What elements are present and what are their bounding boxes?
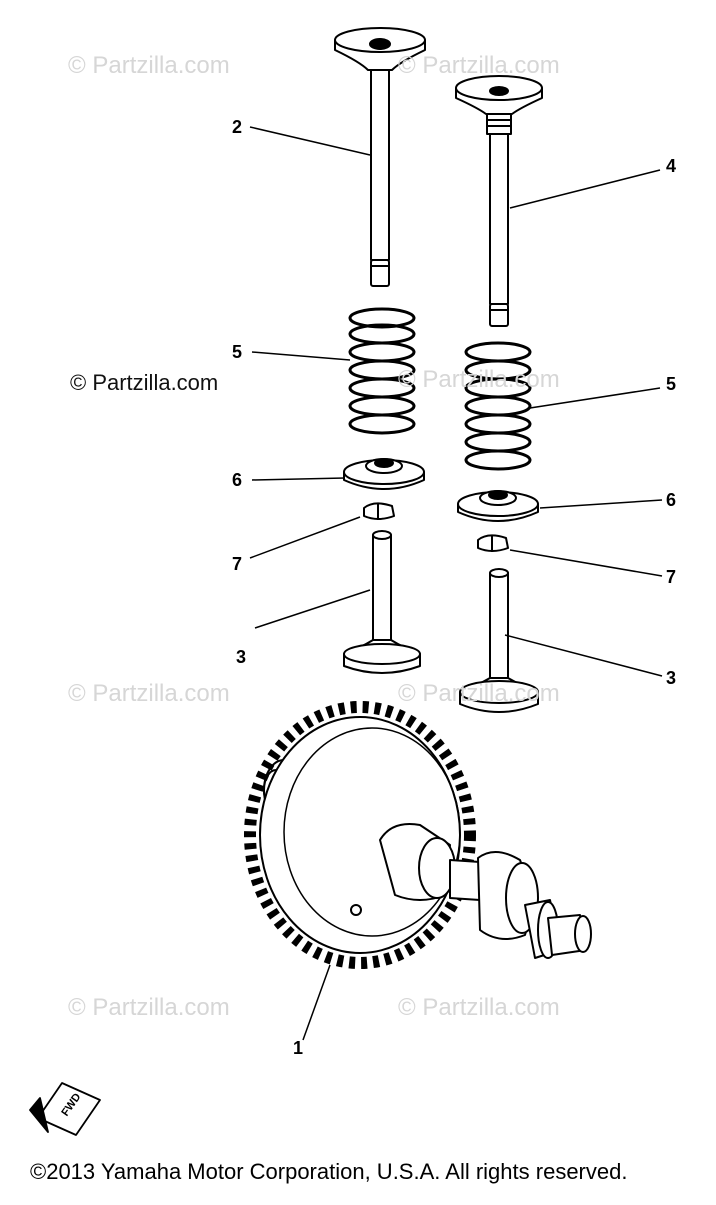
- callout-6-right: 6: [666, 490, 676, 510]
- copyright-footer: ©2013 Yamaha Motor Corporation, U.S.A. A…: [30, 1159, 628, 1184]
- spring-5-right[interactable]: [464, 341, 532, 471]
- watermark: © Partzilla.com: [398, 994, 560, 1021]
- watermark-prominent: © Partzilla.com: [70, 370, 219, 395]
- callout-5-right: 5: [666, 374, 676, 394]
- retainer-6-left[interactable]: [343, 458, 425, 490]
- watermark: © Partzilla.com: [68, 680, 230, 707]
- callout-4: 4: [666, 156, 676, 176]
- valve-4-upper-right[interactable]: [455, 75, 543, 327]
- cotter-7-left[interactable]: [363, 502, 395, 520]
- cotter-7-right[interactable]: [477, 534, 509, 552]
- callout-5-left: 5: [232, 342, 242, 362]
- callout-7-left: 7: [232, 554, 242, 574]
- callout-numbers: 2 4 5 5 6 6 7 7 3 3 1 FWD: [59, 117, 676, 1119]
- spring-5-left[interactable]: [348, 307, 416, 435]
- watermark: © Partzilla.com: [398, 366, 560, 393]
- callout-6-left: 6: [232, 470, 242, 490]
- leader-lines: [249, 126, 663, 1041]
- callout-1: 1: [293, 1038, 303, 1058]
- camshaft-gear-1[interactable]: [244, 701, 592, 969]
- callout-3-left: 3: [236, 647, 246, 667]
- valve-3-lower-right[interactable]: [459, 568, 539, 713]
- callout-2: 2: [232, 117, 242, 137]
- watermark: © Partzilla.com: [68, 52, 230, 79]
- retainer-6-right[interactable]: [457, 490, 539, 522]
- callout-3-right: 3: [666, 668, 676, 688]
- watermark: © Partzilla.com: [68, 994, 230, 1021]
- valve-3-lower-left[interactable]: [343, 530, 421, 674]
- watermark: © Partzilla.com: [398, 680, 560, 707]
- valve-2-upper-left[interactable]: [334, 27, 426, 287]
- watermark: © Partzilla.com: [398, 52, 560, 79]
- callout-7-right: 7: [666, 567, 676, 587]
- fwd-arrow-icon: [29, 1082, 101, 1136]
